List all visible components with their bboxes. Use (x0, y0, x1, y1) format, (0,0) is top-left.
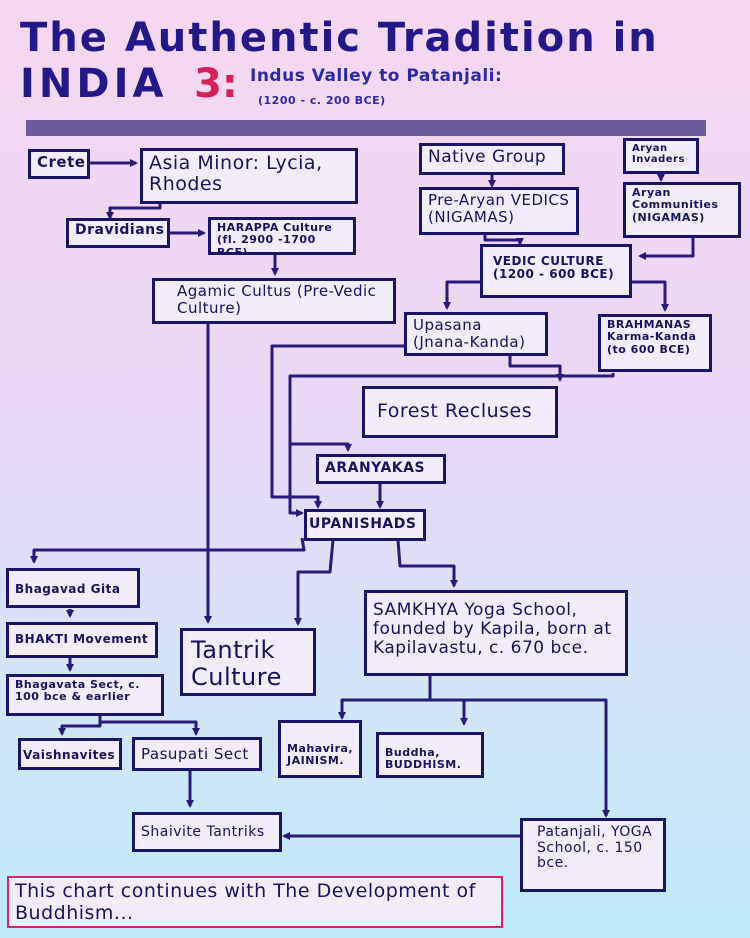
edge-asia-minor-dravidians (106, 204, 162, 220)
edge-pre-aryan-vedic (483, 234, 524, 246)
node-asia-minor: Asia Minor: Lycia, Rhodes (140, 148, 358, 204)
edge-aryan-communities-vedic (638, 236, 695, 260)
edge-upanishads-tantrik (294, 539, 335, 626)
node-native-group: Native Group (419, 143, 565, 175)
node-forest-recluses: Forest Recluses (362, 386, 558, 438)
edge-vedic-brahmanas (632, 280, 669, 312)
edge-samkhya-branch (338, 676, 432, 720)
continuation-note: This chart continues with The Developmen… (7, 876, 503, 928)
node-brahmanas: BRAHMANAS Karma-Kanda (to 600 BCE) (598, 314, 712, 372)
edge-bhagavata-pasupati (100, 720, 200, 736)
node-harappa: HARAPPA Culture (fl. 2900 -1700 BCE) (208, 217, 356, 255)
subtitle-dates: (1200 - c. 200 BCE) (258, 94, 386, 107)
title-line-1: The Authentic Tradition in (20, 15, 659, 61)
edge-upanishads-gita (30, 537, 306, 564)
node-pasupati: Pasupati Sect (132, 737, 262, 771)
edge-forest-recluses-aranyakas (290, 442, 352, 452)
node-buddha: Buddha, BUDDHISM. (376, 732, 484, 778)
node-pre-aryan: Pre-Aryan VEDICS (NIGAMAS) (419, 187, 579, 235)
node-upanishads: UPANISHADS (304, 509, 426, 541)
node-aryan-communities: Aryan Communities (NIGAMAS) (623, 182, 741, 238)
edge-samkhya-patanjali (430, 698, 610, 818)
node-mahavira: Mahavira, JAINISM. (278, 720, 362, 778)
edge-brahmanas-upanishads (288, 373, 615, 517)
node-aryan-invaders: Aryan Invaders (623, 138, 699, 174)
node-vaishnavites: Vaishnavites (18, 738, 122, 770)
node-tantrik: Tantrik Culture (180, 628, 316, 696)
part-number: 3: (194, 61, 238, 107)
node-bhagavad-gita: Bhagavad Gita (6, 568, 140, 608)
edge-vedic-upasana (443, 280, 480, 310)
title-line-2: INDIA (20, 61, 168, 107)
edge-upasana-upanishads (270, 344, 407, 509)
node-aranyakas: ARANYAKAS (316, 454, 446, 484)
node-patanjali: Patanjali, YOGA School, c. 150 bce. (520, 818, 666, 892)
node-bhakti: BHAKTI Movement (6, 622, 158, 658)
node-shaivite: Shaivite Tantriks (132, 812, 282, 852)
node-bhagavata: Bhagavata Sect, c. 100 bce & earlier (6, 674, 164, 716)
edge-upasana-forest-recluses (508, 355, 564, 382)
edge-bhagavata-vaishnavites (58, 716, 102, 736)
node-dravidians: Dravidians (66, 218, 170, 248)
node-vedic-culture: VEDIC CULTURE (1200 - 600 BCE) (480, 244, 632, 298)
edge-upanishads-samkhya (396, 539, 458, 588)
header-divider (26, 120, 706, 136)
node-samkhya: SAMKHYA Yoga School, founded by Kapila, … (364, 590, 628, 676)
node-agamic: Agamic Cultus (Pre-Vedic Culture) (152, 278, 396, 324)
node-upasana: Upasana (Jnana-Kanda) (404, 312, 548, 356)
node-crete: Crete (28, 149, 90, 179)
subtitle: Indus Valley to Patanjali: (250, 66, 503, 86)
